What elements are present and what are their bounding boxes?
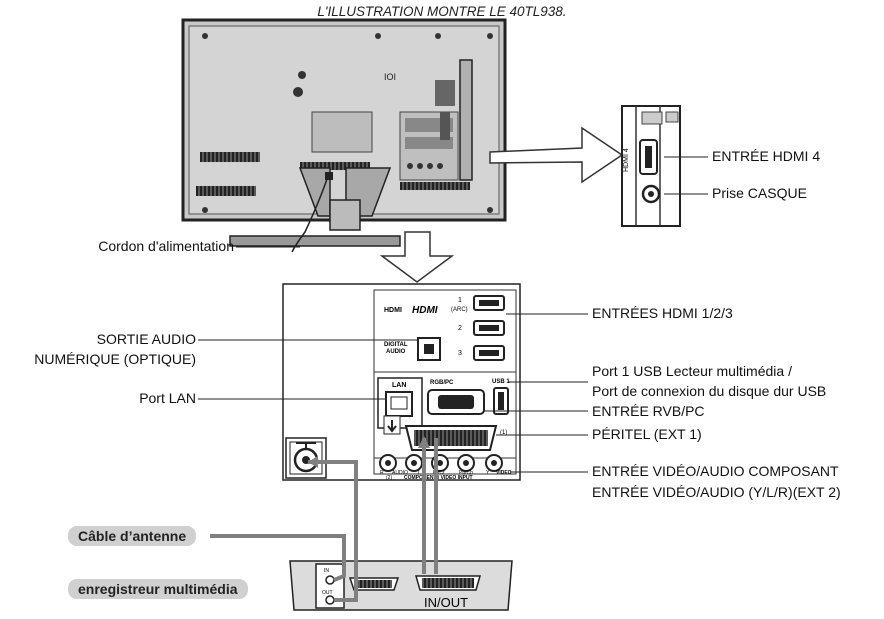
label-usb-2: Port de connexion du disque dur USB <box>592 383 827 399</box>
media-recorder: IN OUT IN/OUT <box>289 560 513 611</box>
rgb-pc-text: RGB/PC <box>430 380 454 386</box>
label-digital-audio-1: SORTIE AUDIO <box>96 331 196 347</box>
recorder-out-text: OUT <box>322 590 333 596</box>
side-hdmi4-text: HDMI 4 <box>623 148 630 172</box>
label-scart: PÉRITEL (EXT 1) <box>592 426 702 442</box>
label-hdmi4: ENTRÉE HDMI 4 <box>712 148 821 164</box>
recorder-in-text: IN <box>324 568 329 574</box>
label-usb-1: Port 1 USB Lecteur multimédia / <box>592 363 792 379</box>
side-panel-zoom: HDMI 4 <box>621 105 681 227</box>
rear-connector-panel: HDMI HDMI 1 (ARC) 2 3 DIGITAL AUDIO LAN … <box>282 283 521 481</box>
arrow-to-rear-panel <box>379 231 455 283</box>
label-headphone: Prise CASQUE <box>712 185 807 201</box>
usb1-text: USB 1 <box>492 379 510 385</box>
cables <box>210 438 438 602</box>
hdmi-label-small: HDMI <box>384 307 402 314</box>
caption: L'ILLUSTRATION MONTRE LE 40TL938. <box>317 4 567 19</box>
ext2-text: (2) <box>386 475 392 481</box>
hdmi-logo: HDMI <box>412 305 438 316</box>
label-component-2: ENTRÉE VIDÉO/AUDIO (Y/L/R)(EXT 2) <box>592 484 841 500</box>
label-digital-audio-2: NUMÉRIQUE (OPTIQUE) <box>34 351 196 367</box>
leader-lines <box>198 156 708 473</box>
label-component-1: ENTRÉE VIDÉO/AUDIO COMPOSANT <box>592 463 839 479</box>
digital-audio-text-b: AUDIO <box>386 349 406 355</box>
label-rgb: ENTRÉE RVB/PC <box>592 403 705 419</box>
tv-rear-view: IOI <box>181 18 507 253</box>
scart-num: (1) <box>500 430 507 436</box>
pb-text: Pb/Cb <box>459 470 473 476</box>
in-out-text: IN/OUT <box>424 595 468 610</box>
label-power-cord: Cordon d'alimentation <box>98 238 234 254</box>
svg-text:IOI: IOI <box>384 72 396 82</box>
label-antenna-cable: Câble d’antenne <box>68 526 197 546</box>
component-video-input-text: COMPONENT / VIDEO INPUT <box>404 475 473 481</box>
r-text: R <box>380 470 384 476</box>
audio-text: AUDIO <box>392 470 408 476</box>
video-text: VIDEO <box>496 470 512 476</box>
lan-text: LAN <box>392 382 406 389</box>
hdmi-num-3: 3 <box>458 350 462 357</box>
hdmi-arc: (ARC) <box>451 307 468 313</box>
digital-audio-text-a: DIGITAL <box>384 342 408 348</box>
pr-text: Pr/Cr <box>433 470 445 476</box>
label-recorder: enregistreur multimédia <box>68 579 248 599</box>
cable-arrowheads <box>308 436 430 468</box>
label-hdmi123: ENTRÉES HDMI 1/2/3 <box>592 305 733 321</box>
hdmi-num-1: 1 <box>458 297 462 304</box>
label-lan: Port LAN <box>139 390 196 406</box>
arrow-to-side-panel <box>489 126 624 184</box>
l-text: L <box>418 470 421 476</box>
y-text: Y <box>486 470 490 476</box>
hdmi-num-2: 2 <box>458 325 462 332</box>
